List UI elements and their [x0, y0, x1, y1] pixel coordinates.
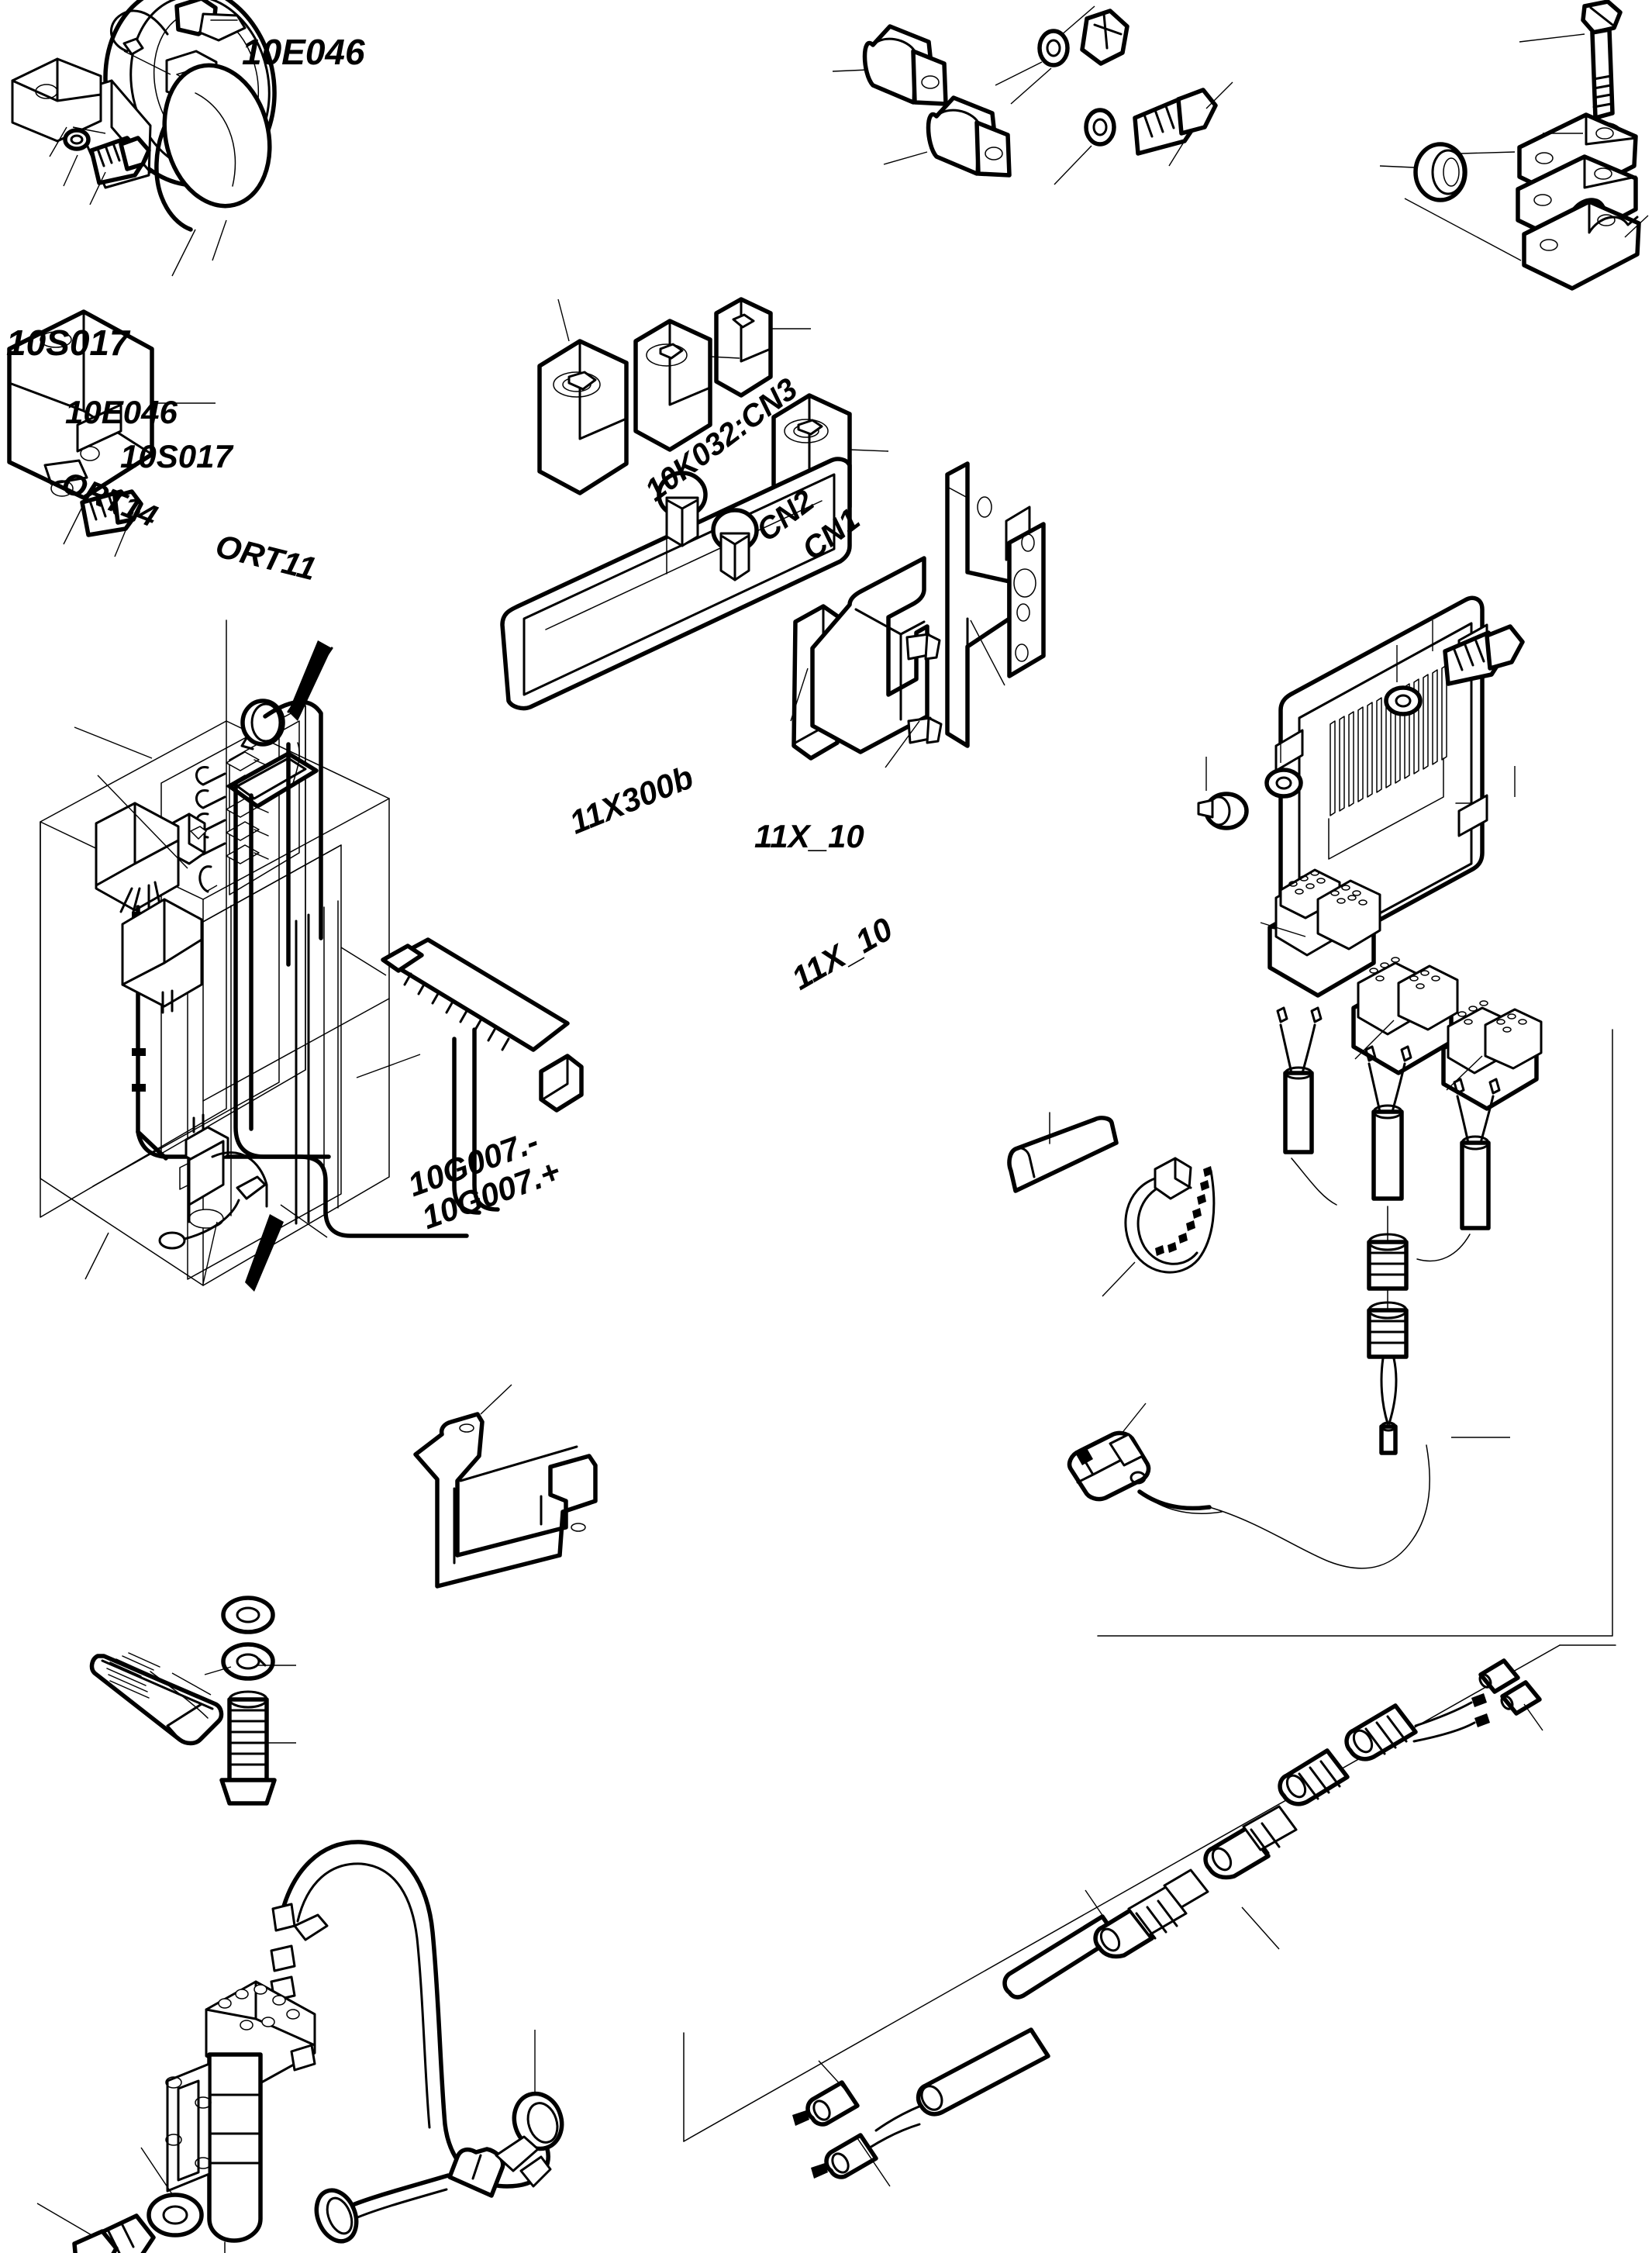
label-relay-box-left: 10S017 — [6, 323, 129, 363]
controller-module-group — [1197, 595, 1525, 969]
label-install-horn: 10E046 — [65, 394, 178, 430]
label-splice-connector: 11X_10 — [754, 818, 864, 854]
cable-kit-group — [1002, 1658, 1543, 1999]
installation-view-group — [40, 619, 584, 1292]
label-install-relay: 10S017 — [120, 438, 233, 474]
horn-assembly-group — [11, 0, 277, 277]
connectors-group — [1260, 868, 1543, 1455]
relay-box-group — [7, 309, 216, 557]
battery-cable-group — [792, 2027, 1050, 2187]
cable-clamps-group — [832, 5, 1233, 185]
switch-connector-group — [1067, 1403, 1430, 1569]
compressor-horn-group — [36, 1840, 564, 2253]
clamp-block-group — [1379, 0, 1649, 291]
label-horn-assembly-top: 10E046 — [242, 32, 365, 72]
battery-box-group — [500, 297, 1046, 768]
bracket-strap-group — [89, 1384, 598, 1806]
sleeve-tie-group — [1007, 1112, 1216, 1297]
